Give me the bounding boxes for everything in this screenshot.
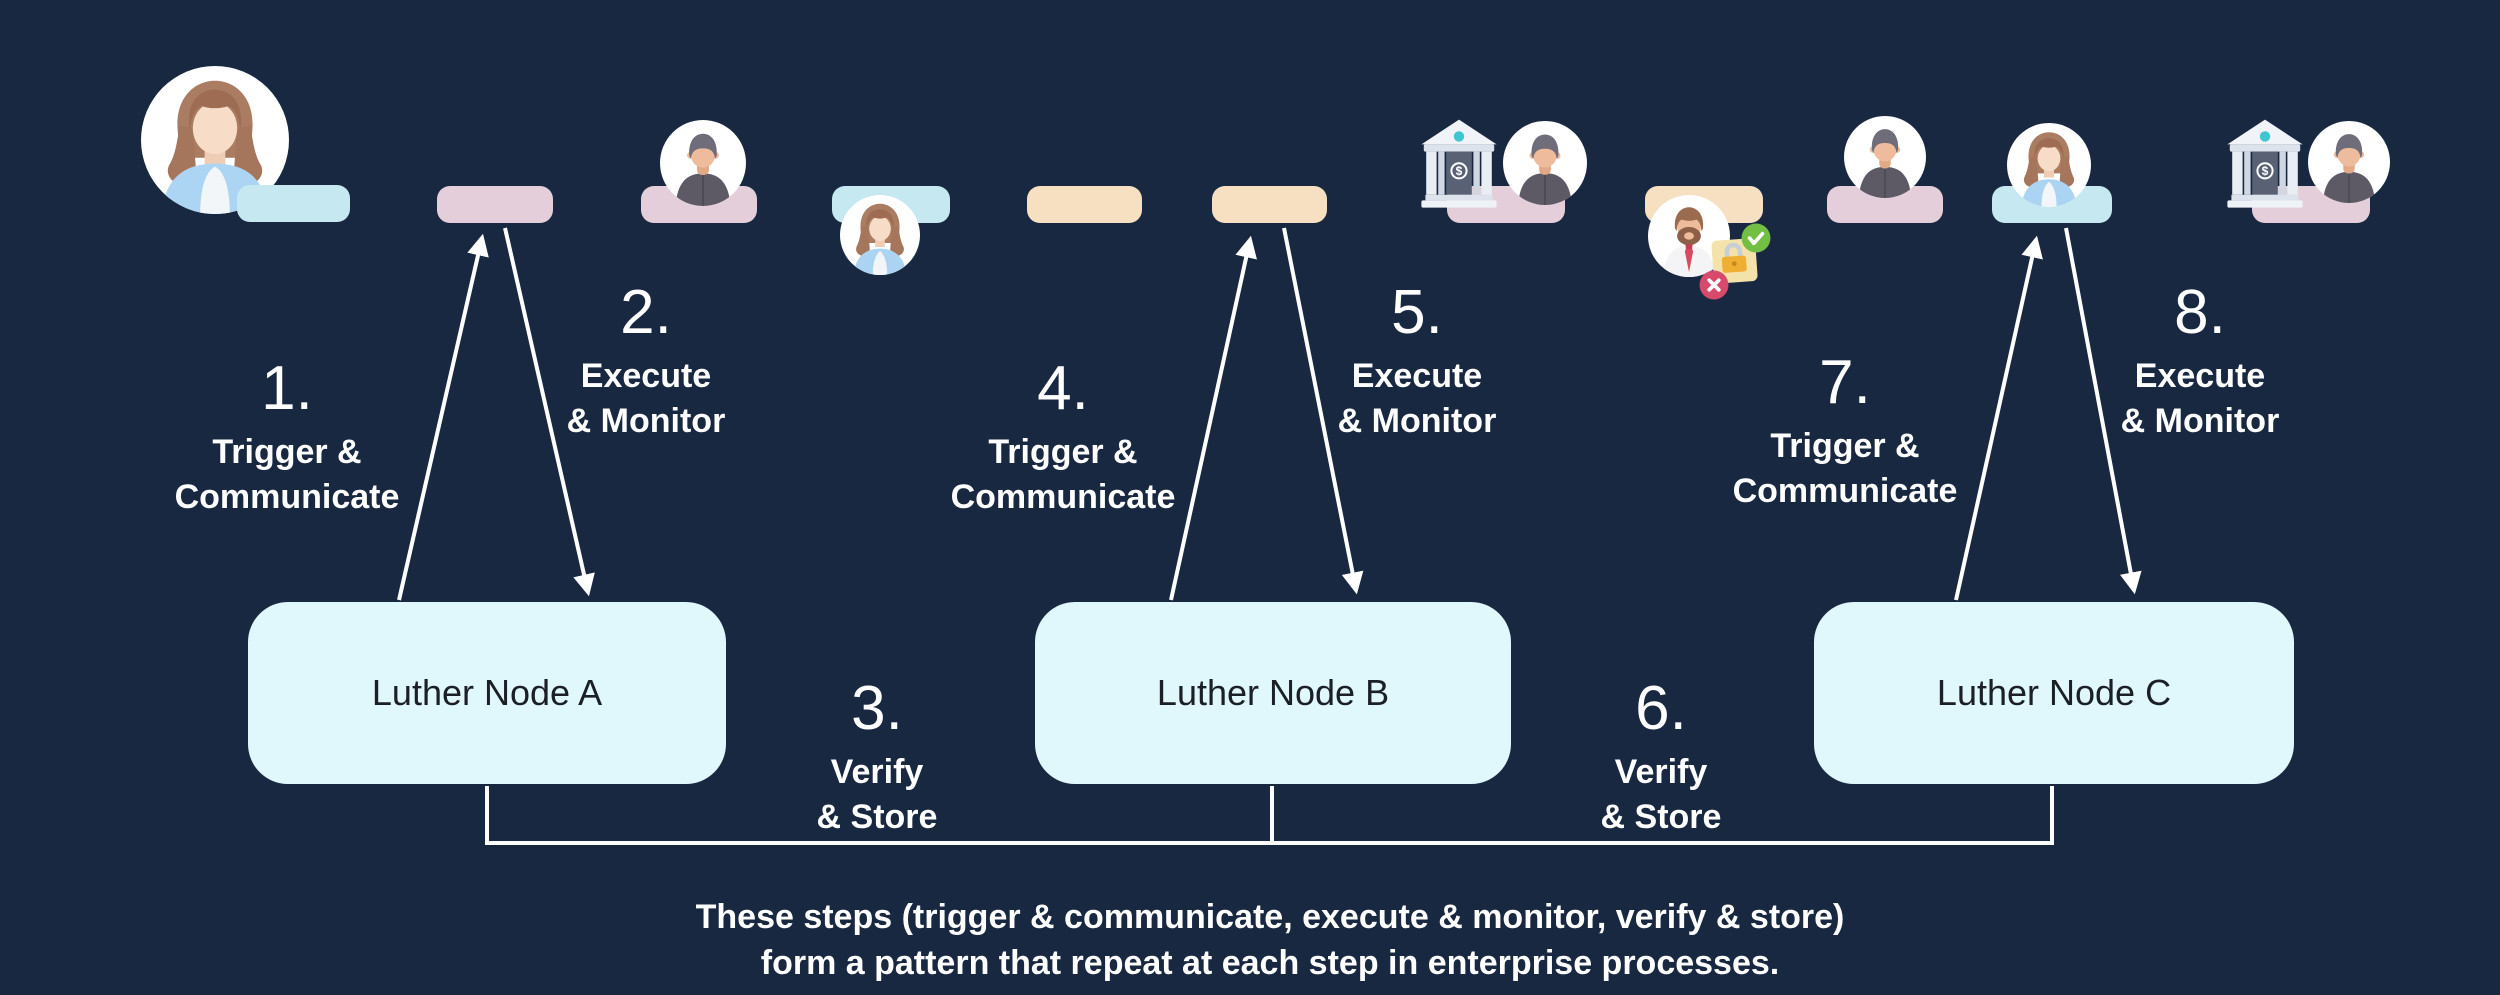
- step-2-line-1: Execute: [580, 357, 712, 395]
- node-luther-c-label: Luther Node C: [1936, 672, 2172, 713]
- arrow-node-a-up: [397, 233, 489, 601]
- node-luther-b: Luther Node B: [1035, 602, 1511, 784]
- node-luther-a-label: Luther Node A: [371, 672, 603, 713]
- arrow-node-b-up: [1169, 235, 1257, 601]
- step-3-line-2: & Store: [816, 798, 938, 836]
- step-4-number: 4.: [1037, 354, 1089, 423]
- message-pill-pink-node-a: [437, 186, 553, 223]
- arrow-node-c-up: [1954, 235, 2043, 601]
- step-1-number: 1.: [261, 354, 313, 423]
- step-3-line-1: Verify: [830, 753, 924, 791]
- step-2-label: 2. Execute & Monitor: [567, 282, 726, 444]
- step-4-line-2: Communicate: [950, 478, 1176, 516]
- diagram-caption: These steps (trigger & communicate, exec…: [696, 894, 1845, 986]
- step-5-number: 5.: [1391, 278, 1443, 347]
- cross-badge-icon: [1699, 270, 1729, 300]
- man-avatar-grey-3: [1844, 116, 1926, 198]
- padlock-note-icon: [1711, 238, 1758, 284]
- node-luther-a: Luther Node A: [248, 602, 726, 784]
- step-3-label: 3. Verify & Store: [817, 678, 938, 840]
- man-avatar-grey-4: [2308, 121, 2390, 203]
- step-5-line-1: Execute: [1351, 357, 1483, 395]
- message-pill-tan-node-b: [1212, 186, 1327, 223]
- bank-icon-right: $: [2227, 119, 2303, 208]
- step-1-label: 1. Trigger & Communicate: [175, 358, 400, 520]
- verified-man-avatar: [1648, 195, 1730, 277]
- message-pill-tan-1: [1027, 186, 1142, 223]
- step-1-line-2: Communicate: [174, 478, 400, 516]
- man-avatar-grey-1: [660, 120, 746, 206]
- step-4-label: 4. Trigger & Communicate: [951, 358, 1176, 520]
- step-8-number: 8.: [2174, 278, 2226, 347]
- step-7-line-1: Trigger &: [1770, 427, 1920, 465]
- woman-avatar-small: [840, 195, 920, 275]
- step-4-line-1: Trigger &: [988, 433, 1138, 471]
- step-6-line-2: & Store: [1600, 798, 1722, 836]
- step-7-number: 7.: [1819, 348, 1871, 417]
- step-6-label: 6. Verify & Store: [1601, 678, 1722, 840]
- man-avatar-grey-2: [1503, 121, 1587, 205]
- step-2-number: 2.: [620, 278, 672, 347]
- step-8-label: 8. Execute & Monitor: [2121, 282, 2280, 444]
- step-8-line-1: Execute: [2134, 357, 2266, 395]
- step-7-line-2: Communicate: [1732, 472, 1958, 510]
- step-1-line-1: Trigger &: [212, 433, 362, 471]
- businesswoman-avatar: [141, 66, 289, 214]
- node-luther-c: Luther Node C: [1814, 602, 2294, 784]
- woman-avatar-node-c: [2007, 123, 2091, 207]
- dollar-glyph: $: [2262, 164, 2269, 178]
- caption-line-2: form a pattern that repeat at each step …: [760, 944, 1780, 982]
- step-7-label: 7. Trigger & Communicate: [1733, 352, 1958, 514]
- step-8-line-2: & Monitor: [2120, 402, 2280, 440]
- step-6-number: 6.: [1635, 674, 1687, 743]
- step-3-number: 3.: [851, 674, 903, 743]
- message-pill-blue-1: [237, 185, 350, 222]
- node-luther-b-label: Luther Node B: [1156, 672, 1390, 713]
- step-5-line-2: & Monitor: [1337, 402, 1497, 440]
- dollar-glyph: $: [1456, 164, 1463, 178]
- node-bus-line: [485, 786, 2054, 845]
- check-badge-icon: [1741, 223, 1771, 253]
- step-5-label: 5. Execute & Monitor: [1338, 282, 1497, 444]
- caption-line-1: These steps (trigger & communicate, exec…: [695, 898, 1845, 936]
- step-2-line-2: & Monitor: [566, 402, 726, 440]
- bank-icon-left: $: [1421, 119, 1497, 208]
- step-6-line-1: Verify: [1614, 753, 1708, 791]
